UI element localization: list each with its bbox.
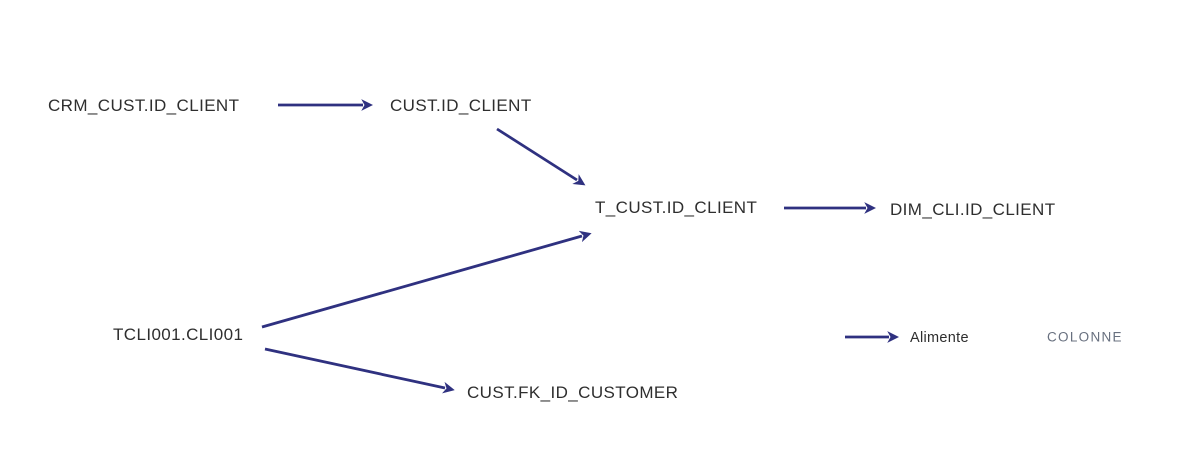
edge-cust-to-t-cust — [496, 127, 586, 186]
legend-node-type-label: COLONNE — [1047, 329, 1123, 345]
node-cust-id-client[interactable]: CUST.ID_CLIENT — [390, 96, 532, 115]
node-crm-cust-id-client[interactable]: CRM_CUST.ID_CLIENT — [48, 96, 240, 115]
node-tcli001-cli001[interactable]: TCLI001.CLI001 — [113, 325, 244, 344]
node-cust-fk-id-customer[interactable]: CUST.FK_ID_CUSTOMER — [467, 383, 679, 402]
edge-tcli001-to-t-cust — [261, 230, 592, 329]
legend-edge-relation-label: Alimente — [910, 330, 969, 346]
edge-tcli001-to-cust-fk — [264, 347, 455, 394]
node-dim-cli-id-client[interactable]: DIM_CLI.ID_CLIENT — [890, 200, 1056, 219]
node-t-cust-id-client[interactable]: T_CUST.ID_CLIENT — [595, 198, 758, 217]
